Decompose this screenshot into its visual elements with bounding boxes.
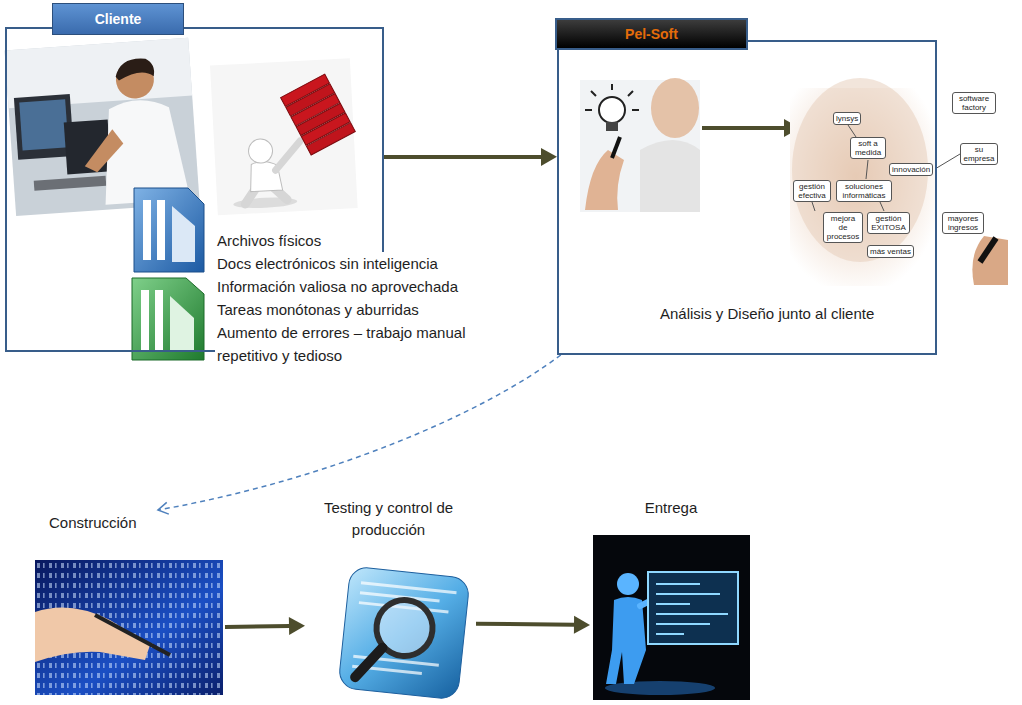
flowchart-label: software factory — [952, 92, 996, 114]
dashed-connector — [158, 355, 561, 514]
panel-heading: Pel-Soft — [555, 18, 748, 50]
flowchart-label: innovación — [889, 163, 933, 176]
construction-image — [35, 560, 223, 695]
delivery-image-part — [656, 584, 728, 634]
process-step: Construcción — [35, 510, 225, 697]
flowchart-label: gestión EXITOSA — [867, 212, 910, 234]
connector-line — [476, 624, 575, 625]
connector-line — [158, 355, 561, 510]
idea-person-photo-part — [599, 97, 625, 123]
problem-item: Docs electrónicos sin inteligencia — [215, 252, 440, 275]
flowchart-label: lynsys — [833, 112, 861, 125]
flowchart-label: mejora de procesos — [823, 212, 863, 243]
figure-carrying-folders-part — [210, 58, 358, 215]
delivery-image — [593, 535, 750, 700]
document-icon-blue — [134, 188, 204, 272]
idea-person-photo-part — [640, 140, 700, 212]
problem-item: Archivos físicos — [215, 229, 323, 252]
construction-image-part — [35, 560, 223, 695]
document-icon-green-part — [132, 278, 204, 360]
document-icon-green-part — [155, 290, 163, 350]
panel-heading: Cliente — [52, 3, 184, 35]
idea-person-photo-part — [651, 78, 699, 138]
arrow-head — [289, 617, 305, 635]
figure-carrying-folders-part — [274, 141, 301, 170]
planning-person-photo-part — [792, 78, 928, 262]
planning-person-photo-part — [812, 202, 815, 211]
delivery-image-part — [648, 572, 738, 644]
planning-person-photo-part — [848, 125, 856, 137]
arrow-head — [158, 502, 169, 514]
man-at-computer-photo-part — [34, 176, 107, 191]
document-icon-blue-part — [143, 200, 151, 260]
idea-person-photo-part — [612, 137, 620, 158]
document-icon-green-part — [170, 296, 194, 352]
man-at-computer-photo-part — [19, 99, 68, 150]
planning-person-photo-part — [866, 160, 868, 179]
small-arrow-part — [702, 126, 786, 130]
delivery-image-part — [606, 597, 646, 684]
flow-arrow — [384, 148, 557, 166]
testing-icon-part — [338, 566, 470, 700]
arrow-head — [541, 148, 557, 166]
idea-person-photo — [580, 78, 700, 212]
planning-person-photo-part — [972, 236, 1008, 285]
man-at-computer-photo-part — [115, 57, 155, 80]
planning-person-photo-part — [935, 154, 960, 169]
flowchart-label: soft a medida — [850, 137, 886, 159]
testing-icon-part — [355, 645, 382, 679]
idea-person-photo-part — [585, 150, 624, 210]
connector-line — [384, 155, 542, 159]
process-step: Testing y control de producción — [305, 497, 476, 703]
figure-carrying-folders-part-part — [281, 74, 330, 106]
flowchart-label: mayores ingresos — [942, 212, 984, 234]
delivery-image-part — [593, 535, 750, 700]
connector-line — [225, 626, 290, 627]
planning-person-photo — [790, 78, 1008, 286]
small-arrow — [702, 119, 800, 137]
process-step: Entrega — [590, 497, 756, 700]
document-icon-green-part — [141, 290, 149, 350]
step-title: Testing y control de producción — [305, 497, 472, 541]
step-title: Entrega — [590, 497, 752, 519]
planning-person-photo-part — [880, 202, 884, 211]
figure-carrying-folders-part — [248, 138, 273, 163]
company-panel: Pel-SoftAnálisis y Diseño junto al clien… — [557, 40, 937, 355]
arrow-head — [574, 616, 590, 634]
document-icon-blue-part — [134, 188, 204, 272]
construction-image-part — [95, 615, 170, 655]
flowchart-label: gestión efectiva — [793, 180, 831, 202]
idea-person-photo-part — [606, 122, 618, 131]
construction-image-part — [35, 560, 223, 695]
flowchart-label: soluciones informáticas — [836, 180, 892, 202]
testing-icon-part — [361, 581, 457, 594]
document-icon-blue-part — [157, 200, 165, 260]
figure-carrying-folders-part — [281, 74, 356, 155]
problem-item: Aumento de errores – trabajo manual repe… — [215, 321, 507, 367]
panel-caption: Análisis y Diseño junto al cliente — [658, 302, 876, 325]
testing-icon — [338, 566, 470, 700]
flow-arrow — [476, 616, 590, 634]
figure-carrying-folders — [210, 58, 359, 215]
step-title: Construcción — [47, 512, 139, 534]
problem-item: Información valiosa no aprovechada — [215, 275, 460, 298]
planning-person-photo-part — [980, 238, 996, 262]
idea-person-photo-part — [585, 84, 639, 110]
problem-item: Tareas monótonas y aburridas — [215, 298, 421, 321]
delivery-image-part — [617, 573, 639, 595]
flow-arrow — [225, 617, 305, 635]
document-icon-blue-part — [172, 206, 195, 262]
client-panel: ClienteArchivos físicosDocs electrónicos… — [5, 27, 384, 352]
man-at-computer-photo-part — [82, 128, 125, 173]
delivery-image-part — [605, 681, 715, 695]
flowchart-label: su empresa — [960, 143, 998, 165]
document-icon-green — [132, 278, 204, 360]
flowchart-label: más ventas — [867, 245, 914, 258]
